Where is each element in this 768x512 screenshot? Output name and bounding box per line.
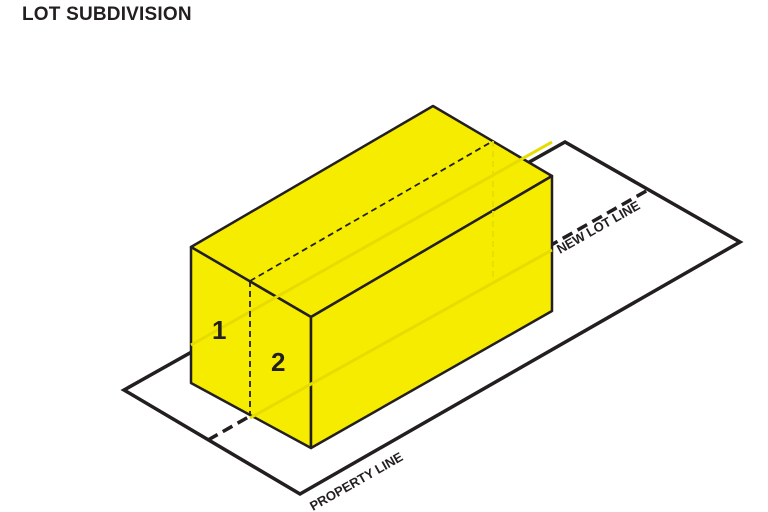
building-massing [189,104,554,450]
new-lot-line-label: NEW LOT LINE [554,198,643,257]
page-title: LOT SUBDIVISION [22,4,192,25]
building-long-face [309,174,554,450]
hidden-parcel-lines [190,140,553,420]
lot-1-label: 1 [212,315,226,345]
plane-top-edge [249,140,494,282]
lot-2-label: 2 [271,347,285,377]
subdivision-plane-edges [249,140,494,415]
